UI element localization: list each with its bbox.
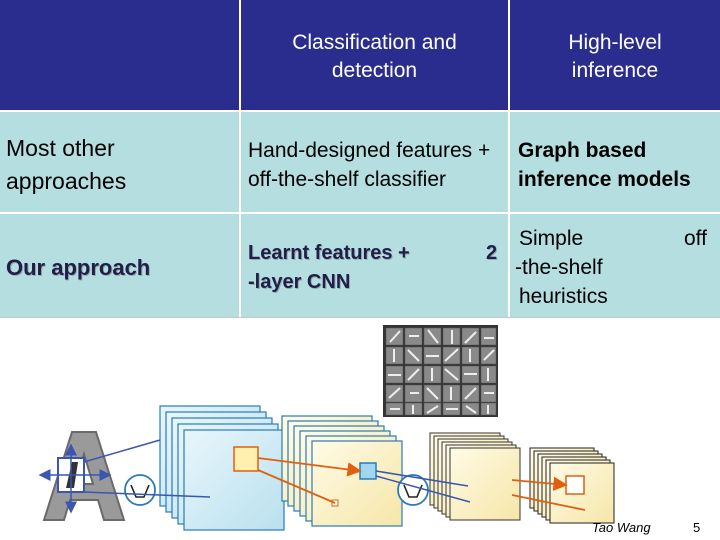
table-bottom-border	[0, 317, 720, 318]
second-layer-feature-maps	[281, 415, 403, 527]
cell-hand-designed: Hand-designed features + off-the-shelf c…	[248, 139, 491, 191]
table-header-row	[0, 0, 720, 110]
header-classification: Classification and detection	[292, 31, 457, 82]
author-name: Tao Wang	[592, 520, 651, 535]
first-layer-patch	[233, 446, 259, 472]
cell-graph-based: Graph based inference models	[518, 139, 691, 191]
page-number: 5	[693, 520, 701, 535]
cell-off: off	[684, 227, 707, 250]
third-layer-feature-maps	[429, 432, 521, 521]
first-layer-feature-maps	[159, 405, 285, 531]
input-character-image	[38, 431, 126, 521]
table-divider	[508, 0, 510, 318]
table-divider	[0, 110, 720, 112]
header-inference: High-level inference	[568, 31, 662, 82]
row-label-most-other: Most other approaches	[6, 135, 127, 194]
table-row	[0, 110, 720, 212]
learned-filters-grid	[383, 325, 498, 417]
cell-layer-cnn: -layer CNN	[248, 271, 351, 293]
second-layer-patch	[359, 462, 377, 480]
cell-the-shelf: -the-shelf	[515, 256, 603, 279]
table-divider	[0, 212, 720, 214]
cell-simple: Simple	[519, 227, 584, 250]
table-divider	[239, 0, 241, 318]
row-label-our-approach: Our approach	[6, 255, 151, 280]
cell-heuristics: heuristics	[519, 285, 608, 308]
table-row	[0, 214, 720, 318]
cell-learnt-features: Learnt features +	[248, 242, 410, 264]
cnn-diagram	[38, 325, 615, 531]
output-patch	[565, 475, 585, 495]
pooling-operator	[124, 474, 156, 506]
cell-layer-number: 2	[486, 242, 498, 264]
connection-arrows	[83, 439, 586, 511]
